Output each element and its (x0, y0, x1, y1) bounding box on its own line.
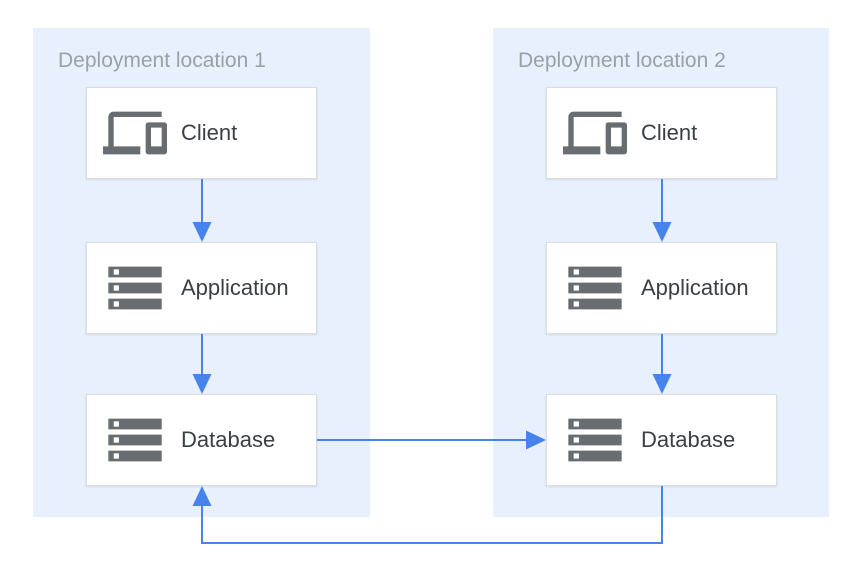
node-label: Database (181, 427, 276, 452)
node-label: Application (641, 275, 749, 300)
deployment-panel-2: Deployment location 2 Client Application (493, 28, 829, 517)
node-application-1: Application (86, 242, 317, 334)
storage-icon (103, 408, 167, 472)
devices-icon (103, 101, 167, 165)
panel-title-1: Deployment location 1 (58, 49, 266, 72)
deployment-panel-1: Deployment location 1 Client Application (33, 28, 370, 517)
node-label: Application (181, 275, 289, 300)
node-label: Client (181, 120, 238, 145)
storage-icon (103, 256, 167, 320)
node-application-2: Application (546, 242, 777, 334)
panel-title-2: Deployment location 2 (518, 49, 726, 72)
node-database-2: Database (546, 394, 777, 486)
node-label: Database (641, 427, 736, 452)
storage-icon (563, 408, 627, 472)
devices-icon (563, 101, 627, 165)
node-client-2: Client (546, 87, 777, 179)
storage-icon (563, 256, 627, 320)
node-label: Client (641, 120, 698, 145)
node-client-1: Client (86, 87, 317, 179)
node-database-1: Database (86, 394, 317, 486)
